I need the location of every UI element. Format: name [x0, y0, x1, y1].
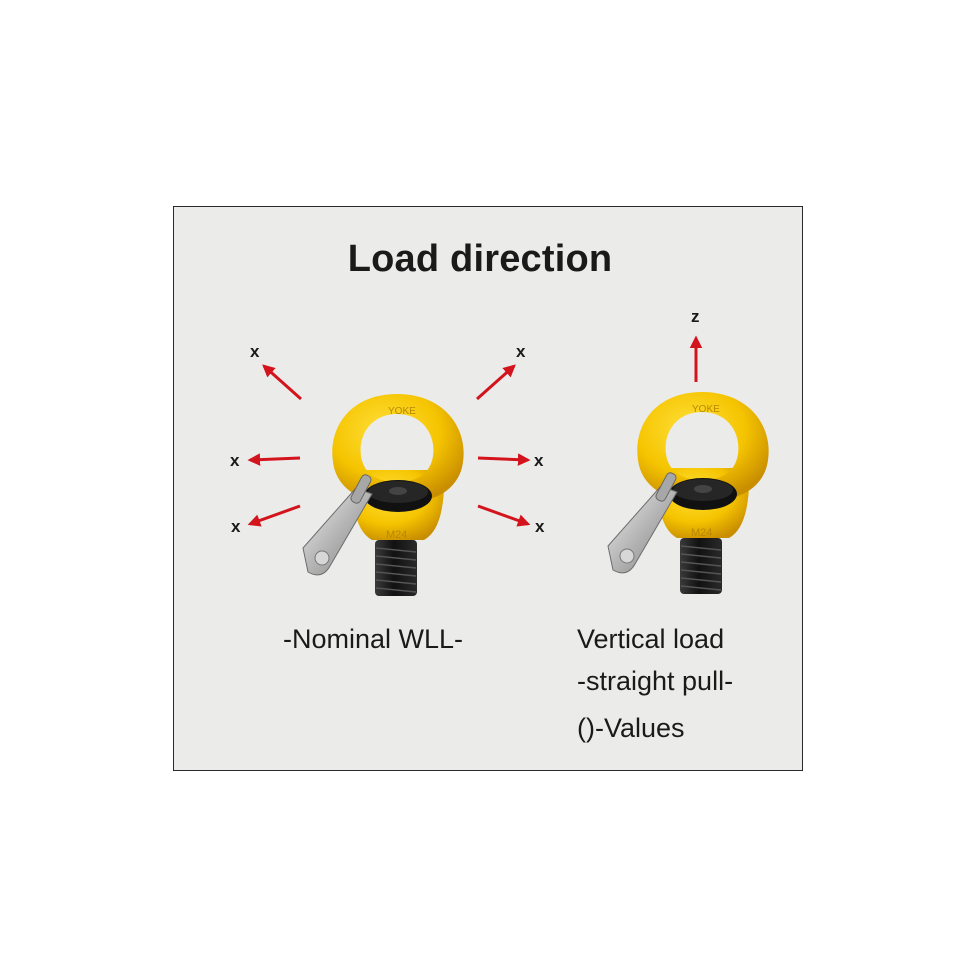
axis-label-x-upper-right: x [516, 342, 526, 361]
caption-vertical-load: Vertical load [577, 624, 725, 654]
axis-label-x-left: x [230, 451, 240, 470]
axis-label-x-lower-left: x [231, 517, 241, 536]
axis-label-x-upper-left: x [250, 342, 260, 361]
eyebolt-right: YOKE M24 [607, 392, 769, 594]
shank-marking-left: M24 [386, 529, 407, 541]
diagram-title: Load direction [347, 238, 613, 280]
eyebolt-left: YOKE M24 [302, 394, 464, 596]
caption-nominal-wll: -Nominal WLL- [283, 624, 464, 654]
shank-marking-right: M24 [691, 527, 712, 539]
ring-marking-left: YOKE [388, 406, 416, 417]
caption-straight-pull: -straight pull- [577, 666, 734, 696]
ring-marking-right: YOKE [692, 404, 720, 415]
axis-label-z: z [691, 307, 700, 326]
caption-values: ()-Values [577, 713, 685, 743]
axis-label-x-lower-right: x [535, 517, 545, 536]
load-arrows-left [247, 364, 531, 527]
axis-label-x-right: x [534, 451, 544, 470]
